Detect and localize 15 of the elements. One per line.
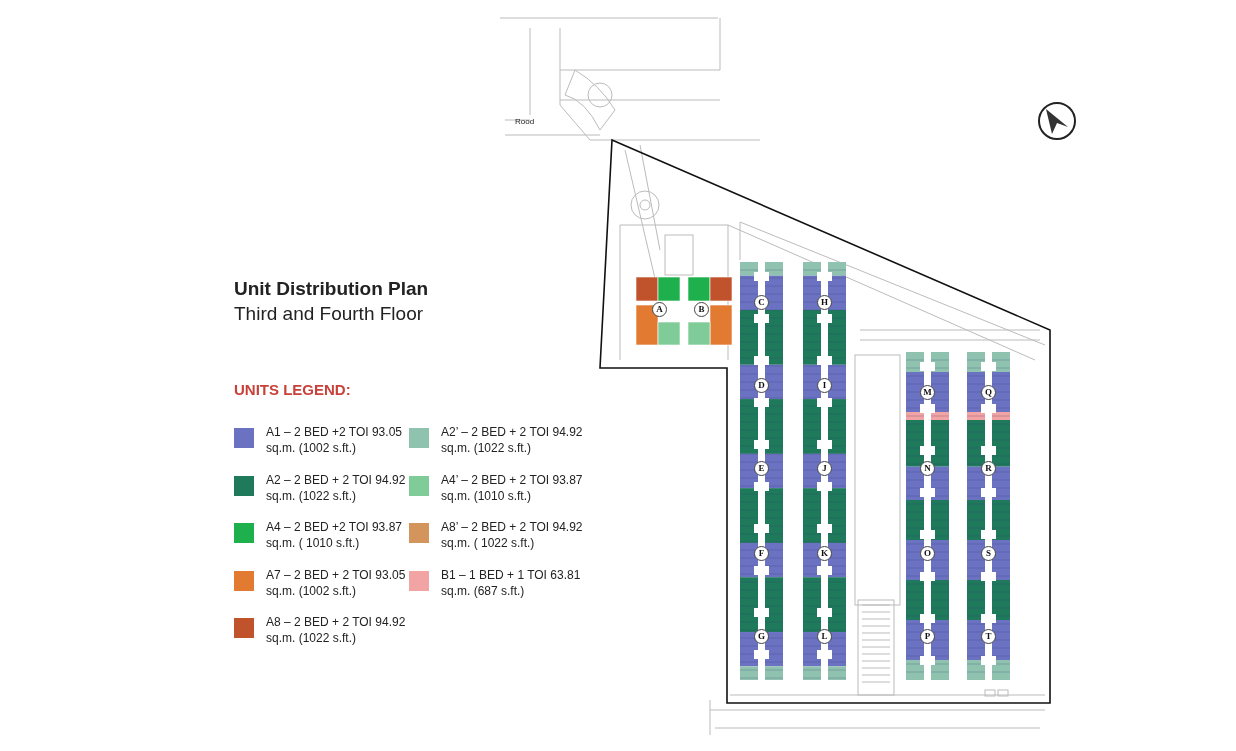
legend-text: A7 – 2 BED + 2 TOI 93.05 sq.m. (1002 s.ft.): [266, 566, 407, 599]
legend-text: A8’ – 2 BED + 2 TOI 94.92 sq.m. ( 1022 s.ft.): [441, 519, 584, 551]
plan-title: Unit Distribution Plan: [234, 278, 429, 300]
legend-heading: UNITS LEGEND:: [234, 381, 351, 398]
tower-letter: B: [694, 302, 709, 317]
legend-text: A8 – 2 BED + 2 TOI 94.92 sq.m. (1022 s.ft.): [266, 614, 407, 646]
legend-text: A2’ – 2 BED + 2 TOI 94.92 sq.m. (1022 s.ft.): [441, 424, 584, 456]
road-label: Rood: [515, 117, 535, 126]
legend-text: A4’ – 2 BED + 2 TOI 93.87 sq.m. (1010 s.ft.): [441, 471, 584, 504]
plan-subtitle: Third and Fourth Floor: [234, 303, 424, 325]
legend-text: A4 – 2 BED +2 TOI 93.87 sq.m. ( 1010 s.ft.): [266, 519, 403, 551]
tower-letter: A: [652, 302, 667, 317]
legend-text: A1 – 2 BED +2 TOI 93.05 sq.m. (1002 s.ft.): [266, 424, 403, 456]
legend-text: A2 – 2 BED + 2 TOI 94.92 sq.m. (1022 s.ft.): [266, 471, 407, 504]
legend-text: B1 – 1 BED + 1 TOI 63.81 sq.m. (687 s.ft.): [441, 566, 582, 599]
